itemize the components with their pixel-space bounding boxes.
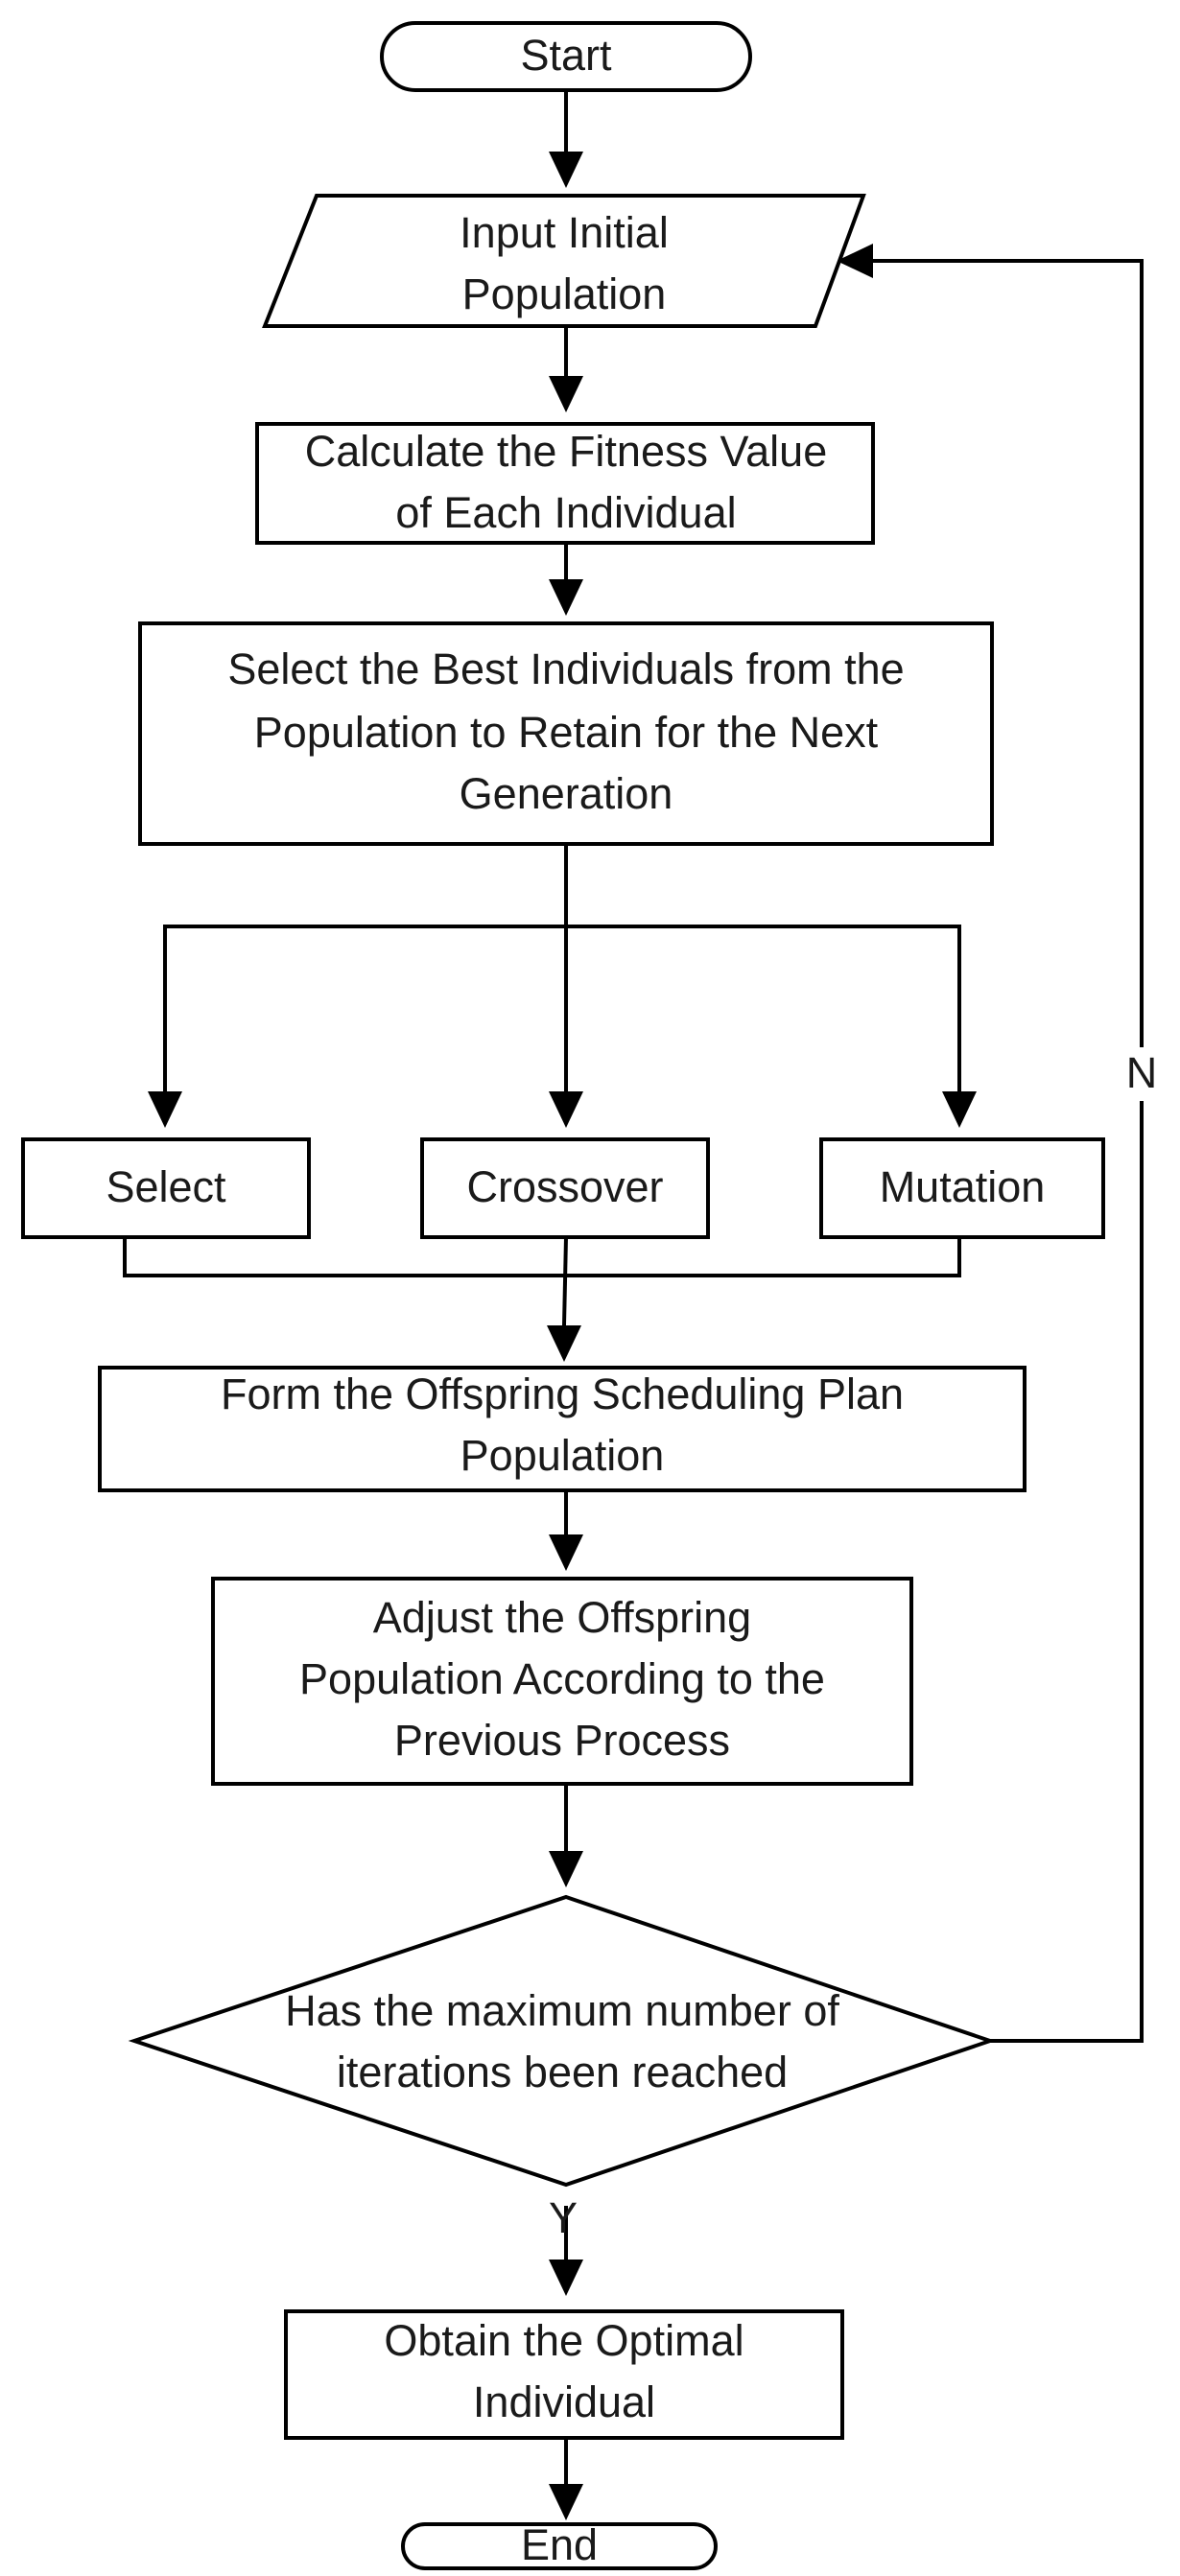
optimal-label-line1: Obtain the Optimal (384, 2316, 743, 2365)
end-label: End (521, 2520, 598, 2569)
optimal-shape (284, 2309, 844, 2440)
decision-label-line2: iterations been reached (337, 2048, 788, 2096)
input-population-label-line1: Input Initial (460, 208, 669, 257)
mutation-node: Mutation (819, 1137, 1105, 1239)
retain-label-line1: Select the Best Individuals from the (227, 644, 904, 693)
decision-node: Has the maximum number of iterations bee… (128, 1894, 997, 2188)
retain-shape (138, 621, 994, 846)
select-node: Select (21, 1137, 311, 1239)
offspring-shape (98, 1366, 1027, 1492)
fitness-shape (255, 422, 875, 545)
retain-label-line3: Generation (460, 769, 673, 818)
crossover-label: Crossover (466, 1162, 663, 1211)
input-population-shape (262, 194, 866, 328)
retain-label-line2: Population to Retain for the Next (254, 708, 879, 757)
mutation-label: Mutation (880, 1162, 1046, 1211)
decision-shape (128, 1894, 997, 2188)
input-population-node: Input Initial Population (262, 194, 866, 328)
no-label: N (1126, 1048, 1158, 1097)
arrowhead (549, 152, 583, 188)
mutation-shape (819, 1137, 1105, 1239)
connectors (123, 90, 1144, 2484)
crossover-node: Crossover (420, 1137, 710, 1239)
arrowhead (549, 2484, 583, 2520)
input-population-label-line2: Population (462, 269, 667, 318)
start-label: Start (520, 31, 612, 80)
fitness-label-line1: Calculate the Fitness Value (305, 427, 827, 476)
arrowhead (549, 1851, 583, 1887)
arrowhead (549, 2260, 583, 2296)
arrowheads (148, 152, 977, 2520)
offspring-node: Form the Offspring Scheduling Plan Popul… (98, 1366, 1027, 1492)
connector-merge-offspring (562, 1236, 568, 1326)
offspring-label-line1: Form the Offspring Scheduling Plan (221, 1370, 904, 1418)
adjust-label-line2: Population According to the (299, 1654, 825, 1703)
optimal-label-line2: Individual (473, 2377, 655, 2426)
adjust-label-line1: Adjust the Offspring (373, 1593, 751, 1642)
arrowhead (549, 1534, 583, 1571)
adjust-label-line3: Previous Process (394, 1716, 730, 1765)
arrowhead (549, 1091, 583, 1128)
end-shape (401, 2522, 718, 2570)
connector-merge (123, 1237, 961, 1277)
arrowhead (148, 1091, 182, 1128)
arrowhead (549, 579, 583, 616)
adjust-shape (211, 1577, 913, 1786)
select-shape (21, 1137, 311, 1239)
crossover-shape (420, 1137, 710, 1239)
yes-label: Y (549, 2193, 578, 2242)
arrowhead (837, 244, 873, 278)
decision-label-line1: Has the maximum number of (285, 1986, 839, 2035)
connector-branch (163, 925, 961, 1091)
end-terminal: End (401, 2520, 718, 2570)
arrowhead (549, 376, 583, 412)
optimal-node: Obtain the Optimal Individual (284, 2309, 844, 2440)
fitness-label-line2: of Each Individual (395, 488, 736, 537)
connector-loop-no (873, 259, 1144, 2043)
no-label-background (1124, 1047, 1159, 1101)
arrowhead (547, 1325, 581, 1362)
start-shape (380, 21, 752, 92)
offspring-label-line2: Population (460, 1431, 665, 1480)
select-label: Select (106, 1162, 226, 1211)
arrowhead (942, 1091, 977, 1128)
fitness-node: Calculate the Fitness Value of Each Indi… (255, 422, 875, 545)
adjust-node: Adjust the Offspring Population Accordin… (211, 1577, 913, 1786)
retain-node: Select the Best Individuals from the Pop… (138, 621, 994, 846)
start-terminal: Start (380, 21, 752, 92)
